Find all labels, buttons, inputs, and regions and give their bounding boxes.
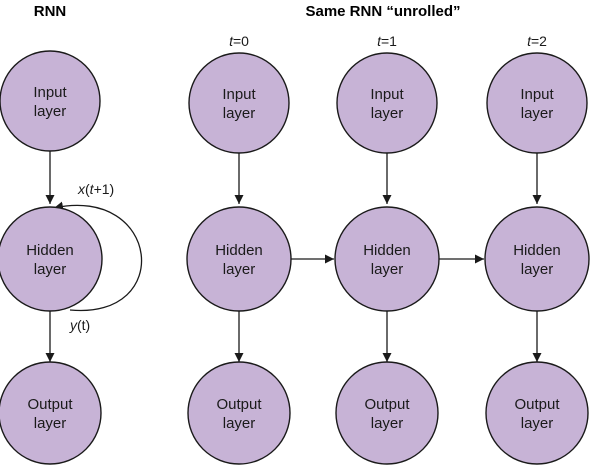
t2-input-node: Input layer [486,52,588,154]
svg-text:layer: layer [521,261,554,278]
rnn-input-node: Input layer [0,50,101,152]
svg-text:Input: Input [222,86,256,103]
time-label-2: t=2 [527,33,547,49]
unrolled-heading: Same RNN “unrolled” [305,3,460,20]
t1-output-node: Output layer [335,361,439,465]
t2-hidden-node: Hidden layer [484,206,590,312]
svg-text:Hidden: Hidden [363,242,411,259]
svg-text:layer: layer [34,415,67,432]
loop-input-label: x(t+1) [77,181,114,197]
svg-text:layer: layer [223,415,256,432]
svg-text:Hidden: Hidden [215,242,263,259]
svg-text:layer: layer [223,261,256,278]
t0-output-node: Output layer [187,361,291,465]
svg-text:Input: Input [370,86,404,103]
loop-output-label: y(t) [69,317,90,333]
svg-text:layer: layer [521,105,554,122]
time-label-0: t=0 [229,33,249,49]
recurrent-loop-arrow [53,201,143,312]
time-label-1: t=1 [377,33,397,49]
t1-hidden-node: Hidden layer [334,206,440,312]
t0-hidden-node: Hidden layer [186,206,292,312]
svg-text:Input: Input [520,86,554,103]
svg-text:layer: layer [371,105,404,122]
t1-input-node: Input layer [336,52,438,154]
rnn-hidden-node: Hidden layer [0,206,103,312]
svg-text:Input: Input [33,84,67,101]
rnn-heading: RNN [34,3,67,20]
svg-text:Hidden: Hidden [513,242,561,259]
svg-text:layer: layer [34,103,67,120]
svg-text:Output: Output [364,396,410,413]
svg-text:layer: layer [371,415,404,432]
svg-text:Hidden: Hidden [26,242,74,259]
t0-input-node: Input layer [188,52,290,154]
svg-text:layer: layer [371,261,404,278]
svg-text:Output: Output [216,396,262,413]
svg-text:layer: layer [223,105,256,122]
svg-text:layer: layer [34,261,67,278]
t2-output-node: Output layer [485,361,589,465]
rnn-output-node: Output layer [0,361,102,465]
svg-text:Output: Output [27,396,73,413]
svg-text:layer: layer [521,415,554,432]
svg-text:Output: Output [514,396,560,413]
